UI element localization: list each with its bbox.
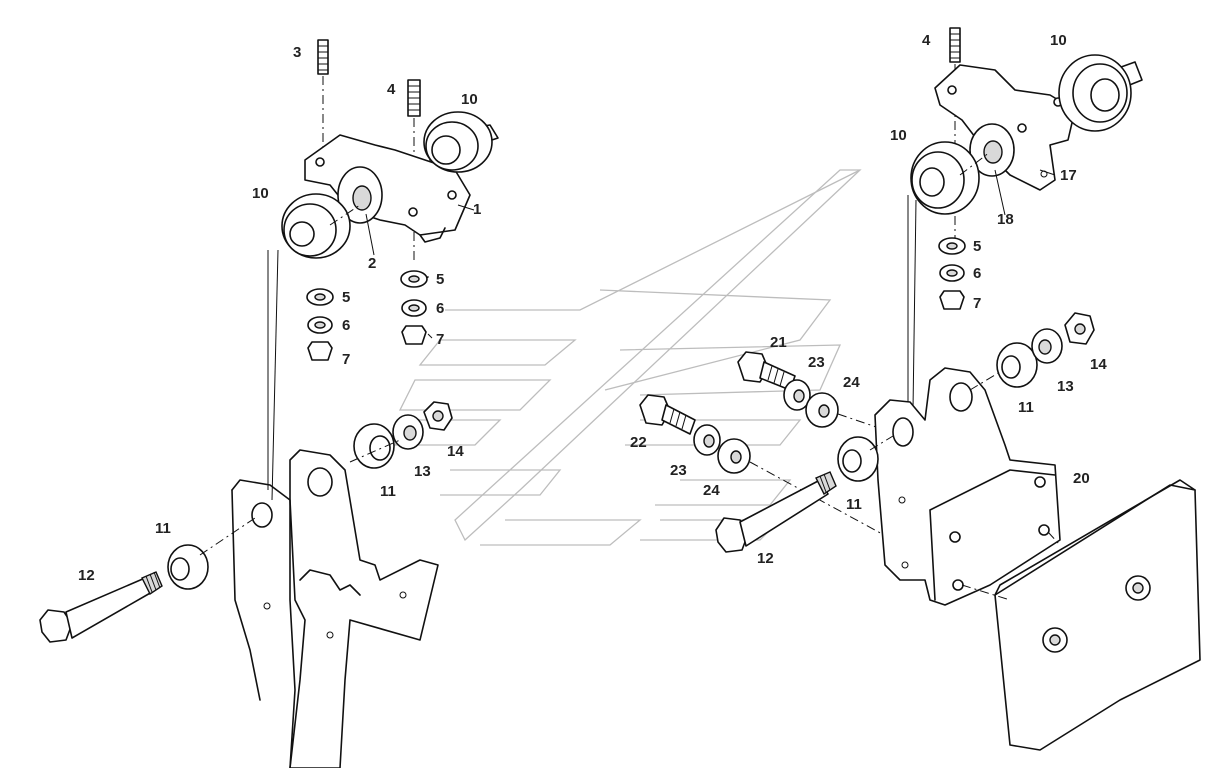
- callout-1: 1: [473, 201, 481, 218]
- bracket-1: [304, 134, 471, 243]
- rubber-bush-10-upper: [423, 111, 493, 173]
- callout-5: 5: [342, 289, 350, 306]
- callout-14: 14: [447, 443, 464, 460]
- nut-14-right: [1064, 312, 1095, 345]
- callout-7: 7: [342, 351, 350, 368]
- callout-12: 12: [78, 567, 95, 584]
- bolt-12-right: [715, 471, 837, 553]
- washer-24-lower: [717, 438, 751, 474]
- bush-11-right-upper: [996, 342, 1038, 388]
- callout-13: 13: [414, 463, 431, 480]
- left-assembly: [39, 39, 499, 768]
- right-assembly: [639, 27, 1201, 751]
- fastener-stack-right: [938, 237, 966, 310]
- bolt-12-left: [39, 571, 163, 643]
- callout-2: 2: [368, 255, 376, 272]
- callout-labels: 3 4 10 10 1 2 5 6 7 5 6 7 11 13 14 11 12…: [78, 32, 1107, 584]
- frame-plate-left: [231, 449, 439, 768]
- callout-10: 10: [1050, 32, 1067, 49]
- mounting-bracket-20: [874, 367, 1061, 606]
- nut-14-left: [423, 401, 453, 431]
- callout-20: 20: [1073, 470, 1090, 487]
- callout-6: 6: [973, 265, 981, 282]
- callout-10: 10: [252, 185, 269, 202]
- leader-lines: [365, 169, 1056, 339]
- callout-14: 14: [1090, 356, 1107, 373]
- rubber-bush-10-right-lower: [910, 141, 980, 215]
- bolt-21: [737, 351, 796, 391]
- stud-4-left: [407, 79, 421, 117]
- callout-22: 22: [630, 434, 647, 451]
- bracket-17: [934, 64, 1076, 191]
- washer-23-upper: [783, 379, 811, 411]
- rubber-bush-10-right-upper: [1058, 54, 1132, 132]
- callout-10: 10: [461, 91, 478, 108]
- callout-11: 11: [1018, 399, 1034, 416]
- watermark-logo: [393, 169, 862, 546]
- callout-24: 24: [843, 374, 860, 391]
- stud-4-right: [949, 27, 961, 63]
- callout-24: 24: [703, 482, 720, 499]
- callout-23: 23: [670, 462, 687, 479]
- bush-11-left-lower: [167, 544, 209, 590]
- washer-13-left: [392, 414, 424, 450]
- callout-23: 23: [808, 354, 825, 371]
- callout-5: 5: [436, 271, 444, 288]
- callout-5: 5: [973, 238, 981, 255]
- callout-4: 4: [922, 32, 931, 49]
- fastener-stack-left-a: [306, 288, 334, 361]
- callout-18: 18: [997, 211, 1014, 228]
- fastener-stack-left-b: [400, 270, 428, 345]
- callout-7: 7: [973, 295, 981, 312]
- washer-23-lower: [693, 424, 721, 456]
- callout-17: 17: [1060, 167, 1077, 184]
- callout-10: 10: [890, 127, 907, 144]
- washer-13-right: [1031, 328, 1063, 364]
- callout-7: 7: [436, 331, 444, 348]
- bush-11-left-upper: [353, 423, 395, 469]
- callout-11: 11: [846, 496, 862, 513]
- callout-13: 13: [1057, 378, 1074, 395]
- bush-11-right-lower: [837, 436, 879, 482]
- stud-3: [317, 39, 329, 75]
- callout-4: 4: [387, 81, 396, 98]
- callout-11: 11: [380, 483, 396, 500]
- callout-11: 11: [155, 520, 171, 537]
- callout-12: 12: [757, 550, 774, 567]
- callout-6: 6: [342, 317, 350, 334]
- rubber-bush-10-lower: [281, 193, 351, 259]
- frame-rail: [994, 479, 1201, 751]
- callout-3: 3: [293, 44, 301, 61]
- callout-21: 21: [770, 334, 787, 351]
- callout-6: 6: [436, 300, 444, 317]
- washer-24-upper: [805, 392, 839, 428]
- bolt-22: [639, 394, 696, 435]
